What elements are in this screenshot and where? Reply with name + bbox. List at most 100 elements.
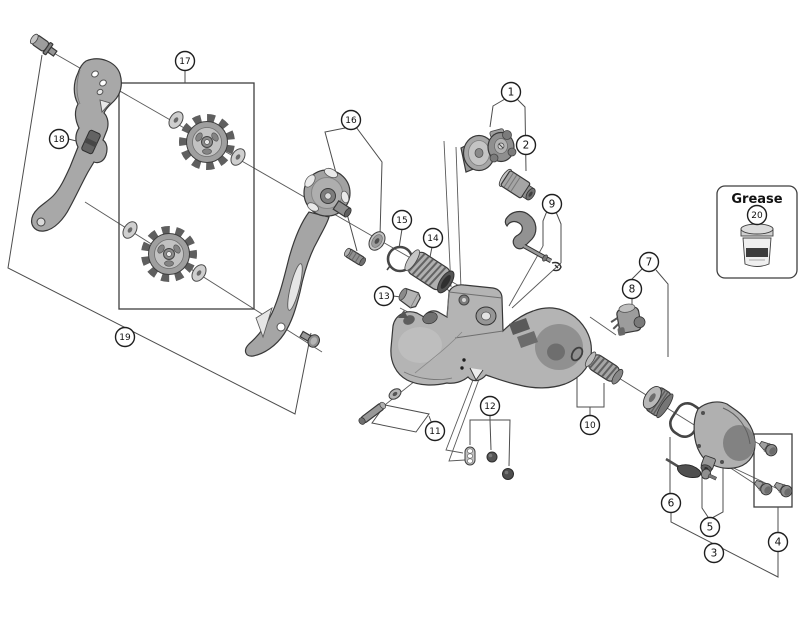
svg-text:3: 3: [711, 548, 718, 560]
derailleur-body: [390, 284, 592, 389]
callout-14: 14: [422, 227, 444, 249]
callout-5: 5: [699, 516, 721, 538]
fixing-bolt: [753, 479, 773, 496]
grease-label: Grease: [731, 192, 782, 207]
guide-pulley: [179, 114, 235, 170]
fixing-bolt: [773, 481, 793, 498]
pulley-set-box: [118, 82, 255, 310]
plate-cutout: [99, 99, 111, 114]
stopper-screw: [498, 168, 536, 201]
port-plug: [502, 468, 514, 480]
fixing-bolt: [758, 440, 778, 457]
wire-grommet: [464, 446, 476, 466]
coil-bushing: [404, 249, 455, 294]
svg-text:14: 14: [427, 234, 439, 244]
callout-18: 18: [48, 128, 70, 150]
o-ring: [570, 346, 584, 362]
callout-4: 4: [767, 531, 789, 553]
plate-bumper: [81, 129, 101, 155]
pulley-washer: [230, 148, 246, 166]
callout-1: 1: [500, 81, 522, 103]
grommet-plug-set: [464, 446, 514, 480]
callout-9: 9: [541, 193, 563, 215]
plate-tip-hole: [36, 217, 46, 227]
adjust-bolt-washer: [358, 388, 402, 425]
callout-6: 6: [660, 492, 682, 514]
motor-case-unit: [693, 401, 756, 473]
callout-15: 15: [391, 209, 413, 231]
callout-13: 13: [373, 285, 395, 307]
port-plug: [486, 451, 498, 463]
callout-12: 12: [479, 395, 501, 417]
svg-text:12: 12: [484, 402, 495, 412]
cage-bolt: [343, 247, 367, 267]
plate-hole: [99, 79, 107, 87]
svg-text:1: 1: [508, 87, 515, 99]
svg-text:7: 7: [646, 257, 653, 269]
cage-washer: [368, 231, 386, 251]
group-boxes: [118, 82, 793, 508]
coil-spring-bolt: [584, 351, 624, 385]
lever-bolt: [700, 468, 718, 481]
tension-pulley: [141, 226, 197, 282]
svg-text:9: 9: [549, 199, 556, 211]
svg-text:17: 17: [179, 57, 190, 67]
spring-clip: [551, 261, 562, 272]
svg-text:5: 5: [707, 522, 714, 534]
plate-hole: [276, 322, 286, 332]
stopper-lever-unit: [665, 457, 718, 481]
callout-19: 19: [114, 326, 136, 348]
svg-text:19: 19: [119, 333, 131, 343]
plate-fixing-bolt: [299, 330, 320, 348]
body-slot: [509, 318, 530, 335]
pulley-axle-boss: [332, 199, 352, 218]
stopper-plate-and-pin: [504, 210, 562, 272]
plate-hole: [96, 88, 104, 96]
grease-jar: [740, 223, 774, 267]
pulley-washer: [168, 111, 184, 129]
callout-8: 8: [621, 278, 643, 300]
plate-hole: [91, 70, 99, 78]
svg-text:16: 16: [345, 116, 357, 126]
svg-text:20: 20: [751, 211, 763, 221]
callout-leader-lines: [7, 54, 779, 578]
end-cap: [398, 287, 421, 309]
callout-2: 2: [515, 134, 537, 156]
body-notch: [469, 367, 484, 381]
pulley-washer: [122, 221, 138, 239]
body-slot: [517, 331, 538, 348]
svg-text:11: 11: [429, 427, 440, 437]
callout-16: 16: [340, 109, 362, 131]
switch-unit: [610, 303, 646, 336]
svg-text:8: 8: [629, 284, 636, 296]
cage-stopper-bolt: [29, 33, 58, 57]
svg-text:15: 15: [396, 216, 407, 226]
grease-box: Grease: [716, 185, 798, 279]
adjust-washer: [388, 388, 402, 400]
svg-text:4: 4: [775, 537, 782, 549]
plate-slot: [287, 263, 303, 311]
outer-cage-plate: [31, 58, 122, 232]
svg-text:2: 2: [523, 140, 530, 152]
callout-11: 11: [424, 420, 446, 442]
bracket-axle-unit: [460, 128, 517, 173]
svg-text:13: 13: [378, 292, 389, 302]
cable-lug: [422, 311, 438, 325]
pulley-set: [122, 111, 246, 282]
callout-20: 20: [746, 204, 768, 226]
callout-7: 7: [638, 251, 660, 273]
inner-cage-plate: [244, 167, 352, 357]
fixing-bolts-box: [753, 433, 793, 508]
callout-10: 10: [579, 414, 601, 436]
pulley-washer: [191, 264, 207, 282]
svg-text:6: 6: [668, 498, 675, 510]
callouts: 1 2 3 4 5 6 7 8 9 10 11 12 13 14 15 16 1…: [48, 50, 789, 564]
callout-17: 17: [174, 50, 196, 72]
svg-text:10: 10: [584, 421, 596, 431]
adjust-knob: [642, 386, 674, 419]
plate-cutout: [255, 306, 273, 339]
svg-text:18: 18: [53, 135, 65, 145]
callout-3: 3: [703, 542, 725, 564]
